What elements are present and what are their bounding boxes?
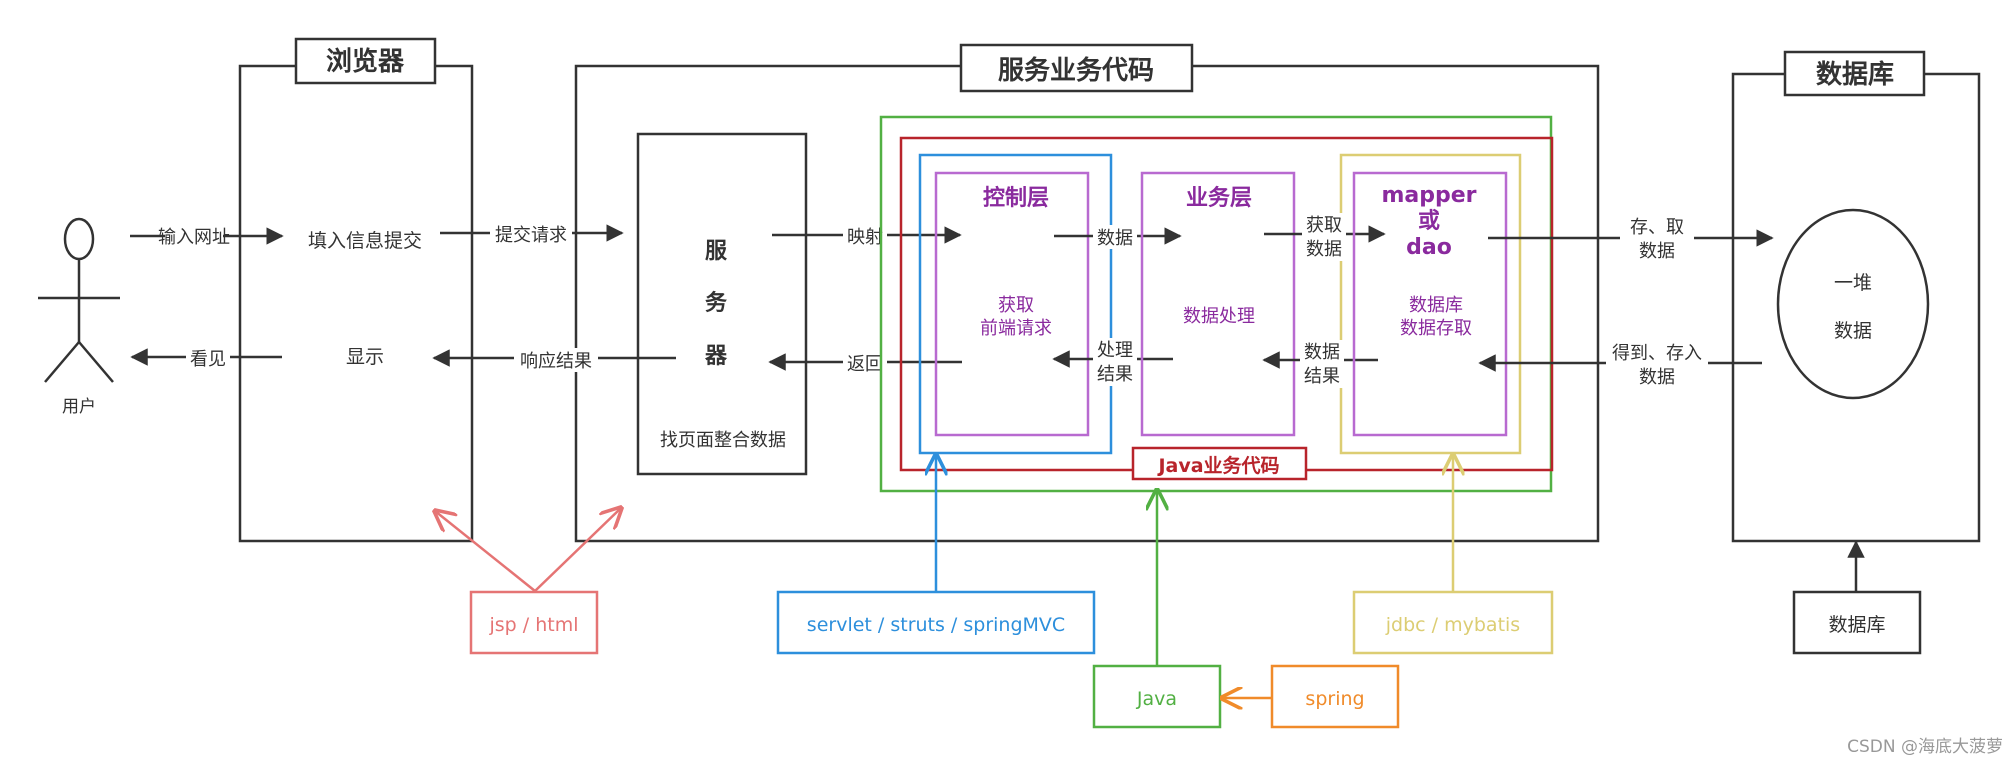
database-title: 数据库 [1816,60,1894,90]
jsp-html-box [469,590,599,655]
mapper-layer-title2: 或 [1418,208,1440,234]
jsp-html-label: jsp / html [489,614,579,636]
label-data-result-1: 数据 [1304,342,1340,363]
label-get-store-1: 得到、存入 [1612,343,1702,364]
browser-title-box [294,37,437,85]
browser-display-text: 显示 [346,346,384,368]
data-store-line2: 数据 [1834,320,1872,342]
label-fetch-data-1: 获取 [1306,215,1342,236]
mapper-layer-title3: dao [1406,235,1452,260]
database-title-box [1783,50,1926,97]
servlet-label: servlet / struts / springMVC [807,614,1065,636]
label-data-result-2: 结果 [1304,366,1340,387]
jdbc-yellow-frame [1339,153,1522,455]
servlet-blue-frame [918,153,1113,455]
label-get-store-2: 数据 [1639,367,1675,388]
control-layer-line2: 前端请求 [980,318,1052,339]
server-char-2: 务 [705,291,728,316]
mapper-layer-line1: 数据库 [1409,295,1463,316]
control-layer-title: 控制层 [983,185,1049,211]
label-store-fetch-2: 数据 [1639,241,1675,262]
spring-label: spring [1305,688,1364,710]
server-char-1: 服 [705,239,728,264]
server-char-3: 器 [704,344,728,369]
label-store-fetch-1: 存、取 [1630,217,1684,238]
java-business-label-box [1131,446,1308,481]
jdbc-label: jdbc / mybatis [1385,614,1520,636]
business-layer-box [1140,171,1296,437]
user-head [63,217,95,261]
service-code-title-box [959,43,1194,93]
label-mapping: 映射 [847,227,883,248]
servlet-box [776,590,1096,655]
business-layer-body: 数据处理 [1183,306,1255,327]
database-tech-box [1792,590,1922,655]
label-process-result-2: 结果 [1097,364,1133,385]
mapper-layer-box [1352,171,1508,437]
mapper-layer-title1: mapper [1381,183,1476,208]
spring-box [1270,664,1400,729]
arrow-jsp-to-service [534,508,621,592]
watermark: CSDN @海底大菠萝 [1847,737,2003,757]
java-label: Java [1136,688,1177,710]
control-layer-box [934,171,1090,437]
mapper-layer-line2: 数据存取 [1400,318,1472,339]
jdbc-box [1352,590,1554,655]
arrow-jsp-to-browser [435,511,536,592]
data-store-line1: 一堆 [1834,272,1872,294]
label-input-url: 输入网址 [158,227,230,248]
browser-title: 浏览器 [326,47,405,77]
business-layer-title: 业务层 [1186,186,1252,211]
user-figure [38,217,120,383]
label-response-result: 响应结果 [520,351,592,372]
data-store-ellipse [1776,208,1930,400]
java-business-label: Java业务代码 [1156,454,1279,477]
label-submit-request: 提交请求 [495,225,567,246]
user-label: 用户 [62,397,96,417]
label-process-result-1: 处理 [1097,340,1133,361]
label-data: 数据 [1097,228,1133,249]
label-see: 看见 [190,349,226,370]
database-box [1731,72,1981,543]
control-layer-line1: 获取 [998,295,1034,316]
server-box [636,132,808,476]
service-code-title: 服务业务代码 [998,56,1154,86]
label-fetch-data-2: 数据 [1306,239,1342,260]
browser-box [238,64,474,543]
database-tech-label: 数据库 [1828,614,1885,636]
label-return: 返回 [847,354,883,375]
browser-submit-text: 填入信息提交 [308,230,422,252]
server-caption: 找页面整合数据 [660,430,786,451]
